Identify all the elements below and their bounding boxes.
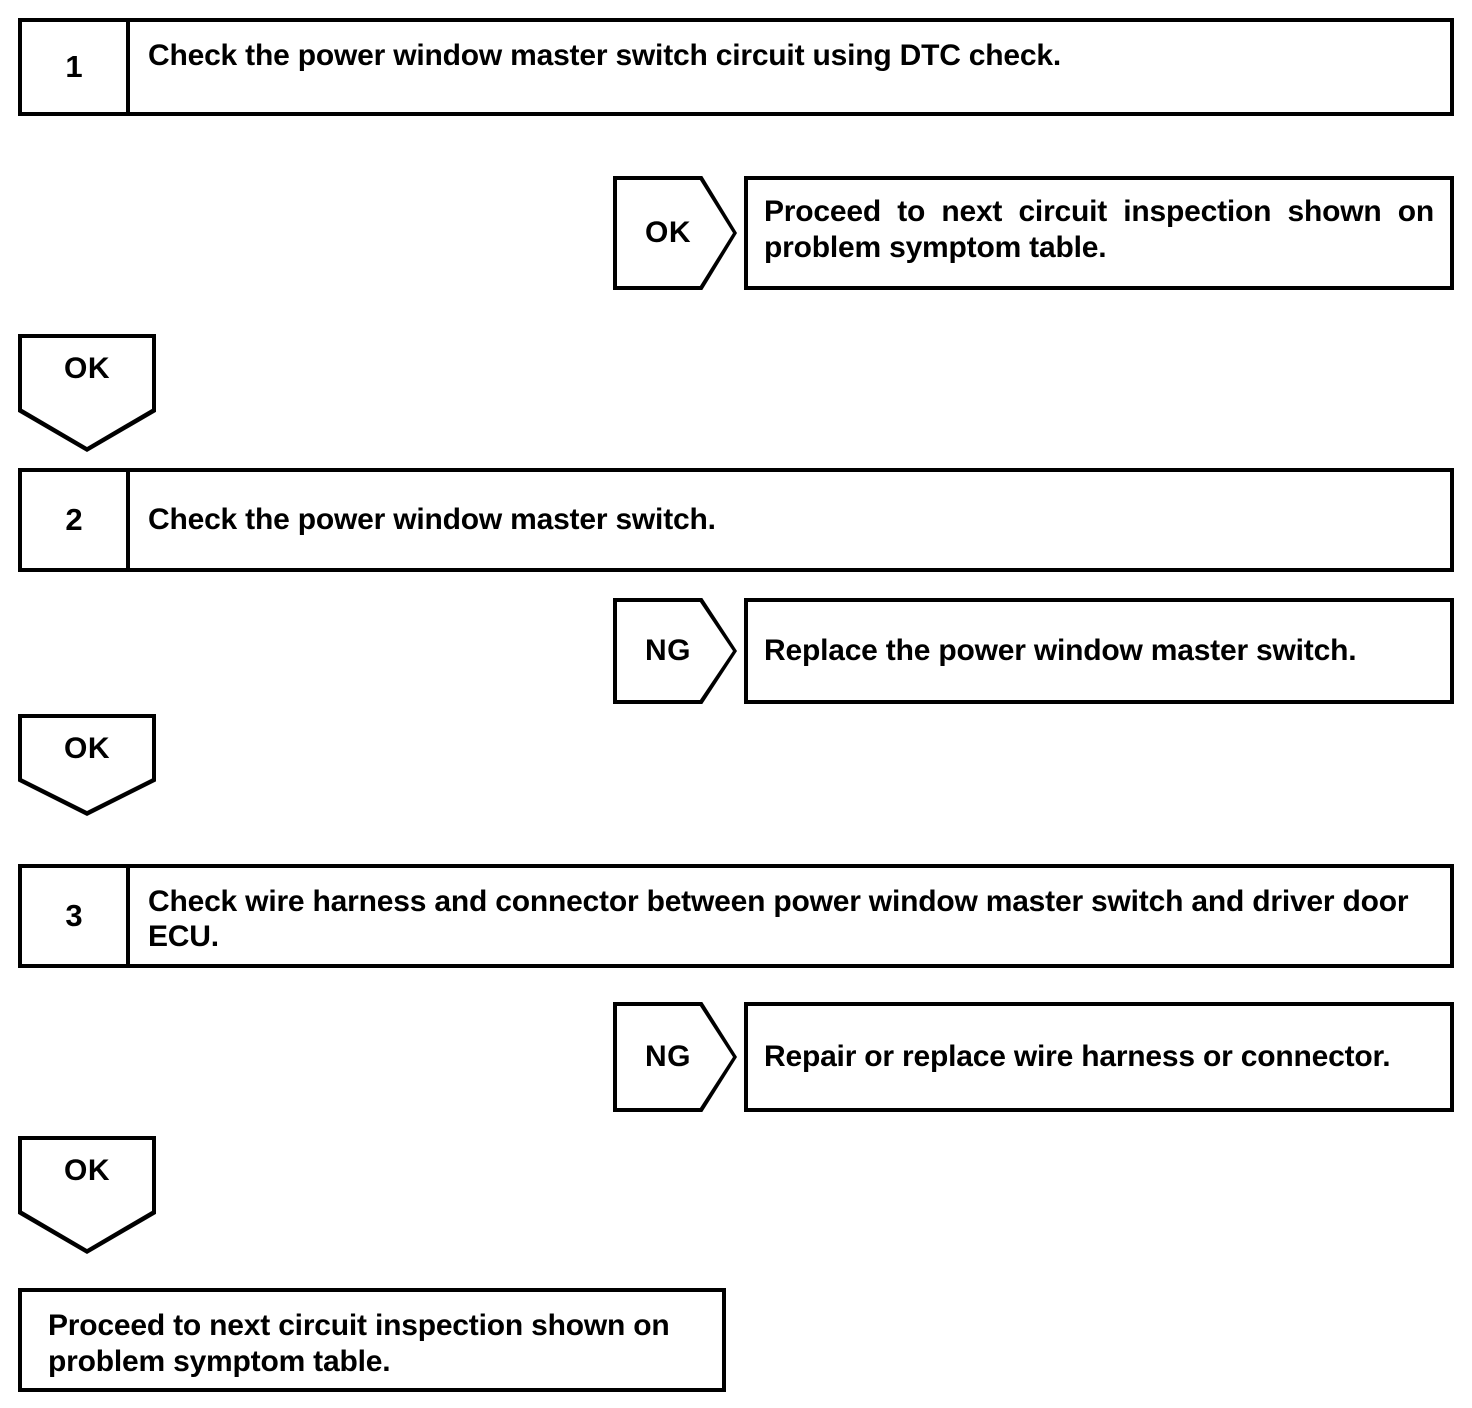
step-text-2: Check the power window master switch.	[148, 503, 716, 537]
branch-arrow-ok-1: OK	[613, 176, 737, 290]
result-box-ok-1: Proceed to next circuit inspection shown…	[744, 176, 1454, 290]
branch-arrow-ok-1-label: OK	[645, 216, 691, 249]
result-box-ng-3: Repair or replace wire harness or connec…	[744, 1002, 1454, 1112]
result-box-ok-1-text: Proceed to next circuit inspection shown…	[764, 195, 1434, 264]
step-number-3: 3	[22, 868, 130, 964]
terminal-box-text: Proceed to next circuit inspection shown…	[48, 1309, 670, 1378]
continue-arrow-ok-2: OK	[18, 714, 156, 816]
step-number-1: 1	[22, 22, 130, 112]
step-row-2: 2 Check the power window master switch.	[18, 468, 1454, 572]
continue-arrow-ok-3: OK	[18, 1136, 156, 1254]
branch-arrow-ng-2-inner: NG	[617, 602, 733, 700]
branch-arrow-ng-2-label: NG	[645, 634, 691, 667]
terminal-box: Proceed to next circuit inspection shown…	[18, 1288, 726, 1392]
continue-arrow-ok-1: OK	[18, 334, 156, 452]
step-text-3: Check wire harness and connector between…	[148, 885, 1409, 954]
result-box-ng-2-text: Replace the power window master switch.	[764, 634, 1357, 667]
continue-arrow-ok-3-label: OK	[64, 1154, 110, 1187]
step-text-1: Check the power window master switch cir…	[148, 39, 1062, 72]
continue-arrow-ok-2-label: OK	[64, 732, 110, 765]
branch-arrow-ng-2: NG	[613, 598, 737, 704]
branch-arrow-ng-3-label: NG	[645, 1040, 691, 1073]
result-box-ng-3-text: Repair or replace wire harness or connec…	[764, 1040, 1391, 1073]
step-row-3: 3 Check wire harness and connector betwe…	[18, 864, 1454, 968]
step-number-2: 2	[22, 472, 130, 568]
branch-arrow-ok-1-inner: OK	[617, 180, 733, 286]
step-row-1: 1 Check the power window master switch c…	[18, 18, 1454, 116]
branch-arrow-ng-3: NG	[613, 1002, 737, 1112]
branch-arrow-ng-3-inner: NG	[617, 1006, 733, 1108]
continue-arrow-ok-1-label: OK	[64, 352, 110, 385]
result-box-ng-2: Replace the power window master switch.	[744, 598, 1454, 704]
